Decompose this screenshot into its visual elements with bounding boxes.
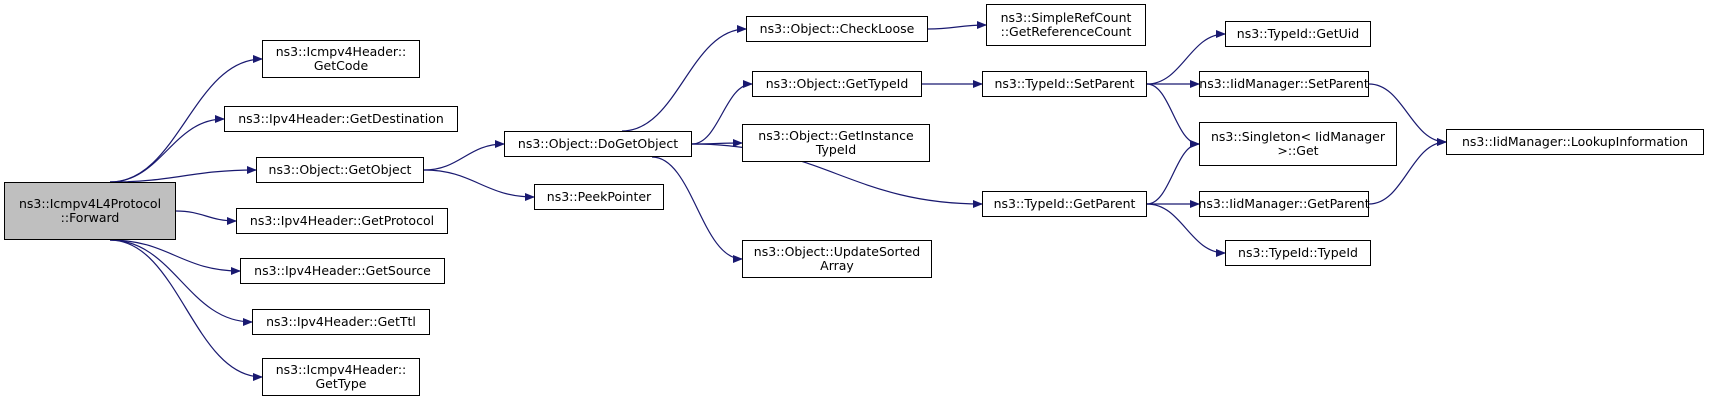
node-refcount[interactable]: ns3::SimpleRefCount::GetReferenceCount [986, 4, 1146, 46]
edge-forward-to-getobject [109, 166, 257, 183]
node-forward: ns3::Icmpv4L4Protocol::Forward [4, 182, 176, 240]
edge-forward-to-getttl [109, 239, 253, 326]
node-label-line: ns3::SimpleRefCount [1000, 10, 1132, 25]
node-getproto[interactable]: ns3::Ipv4Header::GetProtocol [236, 208, 448, 234]
node-label-line: ns3::TypeId::GetUid [1236, 26, 1360, 41]
node-label-line: Array [820, 258, 854, 273]
node-label-line: ns3::Object::DoGetObject [517, 136, 679, 151]
node-tid-getparent[interactable]: ns3::TypeId::GetParent [982, 191, 1147, 217]
node-label-line: >::Get [1277, 143, 1319, 158]
node-label-line: ns3::Icmpv4L4Protocol [18, 196, 162, 211]
node-label-line: ns3::IidManager::LookupInformation [1461, 134, 1688, 149]
node-lookup[interactable]: ns3::IidManager::LookupInformation [1446, 129, 1704, 155]
node-getdest[interactable]: ns3::Ipv4Header::GetDestination [224, 106, 458, 132]
edge-forward-to-gettype [109, 239, 263, 381]
edge-getobject-to-dogetobject [423, 140, 505, 171]
node-label-line: ::GetReferenceCount [1000, 24, 1132, 39]
node-label-line: ns3::PeekPointer [546, 189, 652, 204]
edge-forward-to-getdest [109, 115, 225, 183]
node-getttl[interactable]: ns3::Ipv4Header::GetTtl [252, 309, 430, 335]
node-typeid-ctor[interactable]: ns3::TypeId::TypeId [1225, 240, 1371, 266]
node-label-line: ns3::Ipv4Header::GetTtl [266, 314, 416, 329]
node-gettypeid[interactable]: ns3::Object::GetTypeId [752, 71, 922, 97]
node-label-line: ns3::Icmpv4Header:: [275, 362, 407, 377]
node-label-line: ns3::Object::GetInstance [758, 128, 914, 143]
node-label-line: ns3::Object::UpdateSorted [753, 244, 921, 259]
node-label-line: GetCode [313, 58, 369, 73]
edge-dogetobject-to-gettypeid [691, 80, 753, 145]
edge-tid-getparent-to-typeid-ctor [1146, 203, 1226, 257]
edge-dogetobject-to-updatesorted [651, 156, 743, 263]
node-label-line: ns3::Icmpv4Header:: [275, 44, 407, 59]
node-label-line: ns3::Object::GetTypeId [765, 76, 909, 91]
node-label-line: ns3::Object::GetObject [268, 162, 412, 177]
node-checkloose[interactable]: ns3::Object::CheckLoose [746, 16, 928, 42]
node-label-line: ns3::Ipv4Header::GetProtocol [249, 213, 435, 228]
node-tid-setparent[interactable]: ns3::TypeId::SetParent [982, 71, 1147, 97]
node-label-line: ns3::TypeId::SetParent [994, 76, 1135, 91]
node-label-line: ns3::Ipv4Header::GetDestination [238, 111, 444, 126]
node-peek[interactable]: ns3::PeekPointer [534, 184, 664, 210]
node-getcode[interactable]: ns3::Icmpv4Header::GetCode [262, 40, 420, 78]
edge-forward-to-getproto [175, 210, 237, 225]
edge-getobject-to-peek [423, 169, 535, 201]
node-label-line: ns3::IidManager::GetParent [1198, 196, 1370, 211]
edge-dogetobject-to-checkloose [621, 25, 747, 132]
node-singleton[interactable]: ns3::Singleton< IidManager>::Get [1199, 122, 1397, 166]
node-getsource[interactable]: ns3::Ipv4Header::GetSource [240, 258, 445, 284]
node-iid-setparent[interactable]: ns3::IidManager::SetParent [1199, 71, 1369, 97]
node-dogetobject[interactable]: ns3::Object::DoGetObject [504, 131, 692, 157]
node-gettype[interactable]: ns3::Icmpv4Header::GetType [262, 358, 420, 396]
node-label-line: GetType [315, 376, 367, 391]
edge-iid-setparent-to-lookup [1368, 83, 1447, 146]
node-label-line: ns3::TypeId::GetParent [993, 196, 1136, 211]
node-label-line: ns3::IidManager::SetParent [1199, 76, 1369, 91]
edge-forward-to-getsource [109, 239, 241, 275]
edge-tid-setparent-to-getuid [1146, 30, 1226, 85]
edge-checkloose-to-refcount [927, 21, 987, 30]
edge-dogetobject-to-tid-getparent [691, 143, 983, 208]
node-label-line: ns3::Ipv4Header::GetSource [254, 263, 431, 278]
node-getuid[interactable]: ns3::TypeId::GetUid [1225, 21, 1371, 47]
edge-iid-getparent-to-lookup [1368, 138, 1447, 205]
node-label-line: ns3::Object::CheckLoose [759, 21, 915, 36]
edge-tid-getparent-to-singleton [1146, 140, 1200, 205]
node-label-line: ns3::TypeId::TypeId [1238, 245, 1358, 260]
node-label-line: ::Forward [60, 210, 120, 225]
node-label-line: TypeId [815, 142, 857, 157]
node-getobject[interactable]: ns3::Object::GetObject [256, 157, 424, 183]
node-iid-getparent[interactable]: ns3::IidManager::GetParent [1198, 191, 1370, 217]
node-label-line: ns3::Singleton< IidManager [1210, 129, 1386, 144]
